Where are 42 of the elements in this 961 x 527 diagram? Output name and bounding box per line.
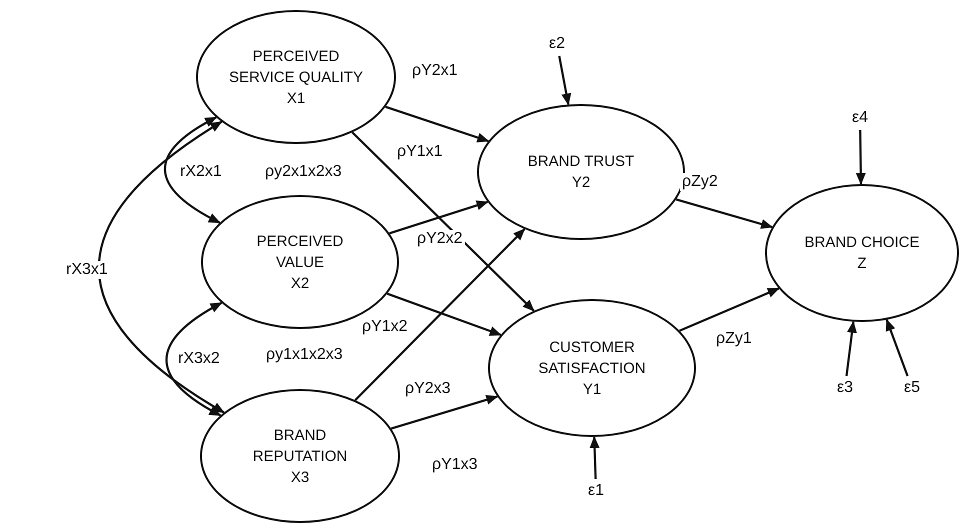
variable-name: BRAND CHOICE: [803, 233, 920, 253]
coefficient-label: ρy2x1x2x3: [265, 163, 342, 181]
path-arrow: [386, 292, 502, 336]
variable-name: Z: [856, 254, 868, 274]
correlation-arrow: [98, 120, 225, 414]
path-arrow: [590, 436, 600, 480]
path-arrow: [354, 228, 526, 401]
variable-name: BRAND TRUST: [526, 152, 636, 172]
error-term: ε1: [584, 481, 608, 501]
edge-label: ρY1x3: [430, 456, 480, 474]
path-arrow: [352, 132, 535, 312]
error-term: ε2: [545, 34, 569, 54]
variable-name: BRAND REPUTATION: [252, 426, 348, 466]
path-arrow: [389, 200, 489, 234]
variable-name: X3: [290, 468, 310, 488]
path-arrow: [856, 130, 866, 185]
edge-label: ρY2x1: [410, 62, 460, 80]
path-arrow: [845, 320, 857, 376]
edge-label: ρY2x2: [415, 230, 465, 248]
error-term: ε5: [900, 378, 924, 398]
variable-name: X2: [290, 274, 310, 294]
variable-name: PERCEIVED VALUE: [256, 232, 344, 272]
variable-name: X1: [286, 88, 306, 108]
path-arrow: [558, 56, 572, 106]
edge-label: ρZy2: [680, 173, 720, 191]
variable-name: CUSTOMER SATISFACTION: [537, 338, 647, 378]
variable-name: Y2: [570, 173, 592, 193]
path-arrow: [390, 394, 498, 430]
variable-name: Y1: [582, 380, 602, 400]
edge-label: ρY2x3: [403, 380, 453, 398]
correlation-arrow: [165, 302, 222, 416]
error-term: ε3: [833, 378, 857, 398]
error-term: ε4: [848, 108, 872, 128]
edge-label: rX3x1: [64, 261, 110, 279]
path-arrow: [679, 287, 780, 332]
edge-label: ρZy1: [714, 330, 754, 348]
variable-name: PERCEIVED SERVICE QUALITY: [228, 46, 364, 88]
path-arrow: [385, 106, 490, 142]
coefficient-label: ρy1x1x2x3: [266, 346, 343, 364]
edge-label: ρY1x1: [395, 143, 445, 161]
edge-label: ρY1x2: [360, 318, 410, 336]
correlation-arrow: [164, 116, 221, 224]
